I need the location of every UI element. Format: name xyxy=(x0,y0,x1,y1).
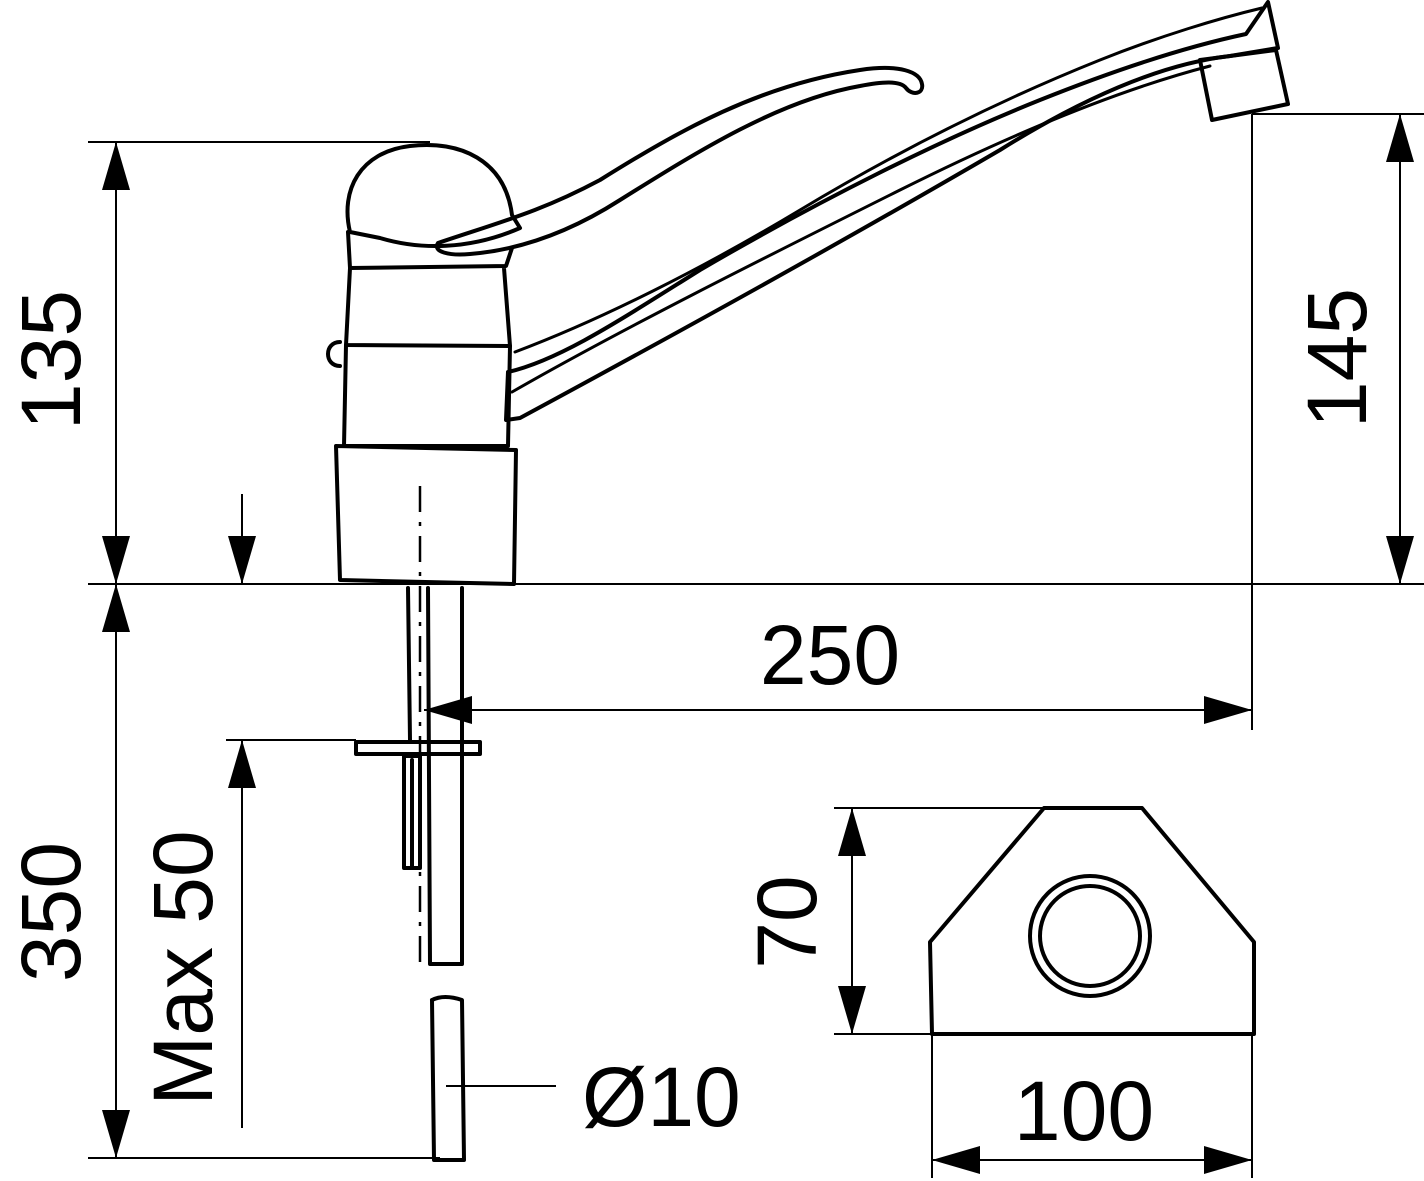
label-plate-width: 100 xyxy=(1014,1064,1154,1158)
body-middle xyxy=(342,343,512,448)
body-base xyxy=(334,444,518,586)
plate-plan-view xyxy=(928,806,1256,1036)
label-max-thickness: Max 50 xyxy=(136,830,230,1105)
body-upper xyxy=(344,230,514,348)
label-shank-length: 350 xyxy=(4,842,98,982)
shank-tube-left xyxy=(406,586,414,868)
aerator xyxy=(1198,48,1290,122)
tube-lower-segment xyxy=(430,995,466,1162)
spout-inner-edge xyxy=(510,64,1212,394)
mounting-stud xyxy=(402,754,422,870)
plate-hole-outer xyxy=(1028,874,1152,998)
spout xyxy=(504,0,1280,422)
label-plate-depth: 70 xyxy=(740,875,834,968)
dimension-labels: 135 350 Max 50 145 250 Ø10 70 100 xyxy=(4,288,1384,1158)
spout-upper-edge xyxy=(513,6,1264,354)
shank-tube-right xyxy=(426,586,464,966)
label-spout-reach: 250 xyxy=(760,608,900,702)
label-top-height: 135 xyxy=(4,290,98,430)
dimension-lines xyxy=(88,113,1424,1178)
side-button xyxy=(326,340,342,368)
label-spout-height: 145 xyxy=(1290,288,1384,428)
plate-outline xyxy=(928,806,1256,1036)
label-tube-diameter: Ø10 xyxy=(582,1050,741,1144)
lever-handle xyxy=(434,65,925,257)
faucet-side-view xyxy=(326,0,1290,1162)
lever-dome xyxy=(345,143,522,248)
plate-hole-inner xyxy=(1038,884,1142,988)
